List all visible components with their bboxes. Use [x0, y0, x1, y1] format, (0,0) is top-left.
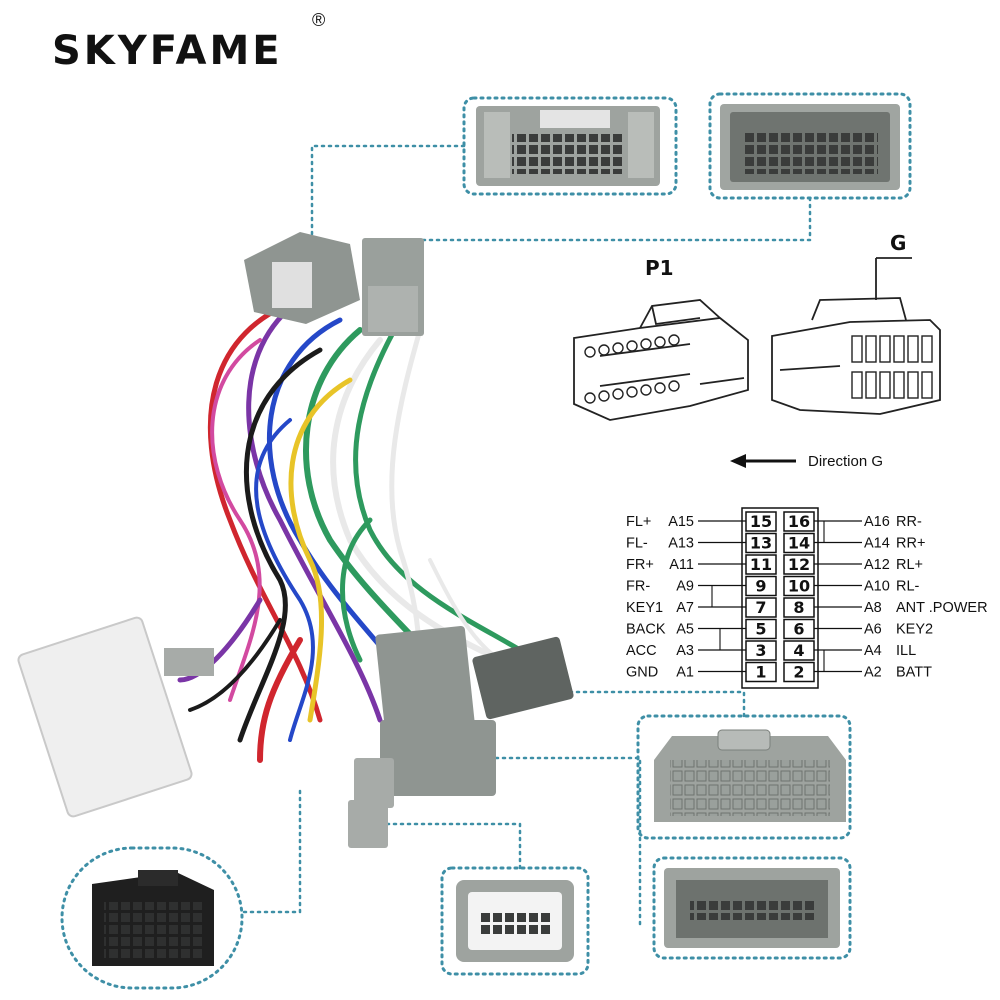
p1-label: P1: [645, 256, 674, 280]
pin-function: GND: [626, 665, 658, 681]
pin-number: 10: [788, 577, 810, 596]
pin-code: A15: [668, 514, 694, 530]
pin-function: ANT .POWER: [896, 600, 988, 616]
pin-code: A9: [676, 579, 694, 595]
pin-function: KEY1: [626, 600, 663, 616]
pin-code: A13: [668, 536, 694, 552]
leader-lines: [242, 144, 812, 926]
pin-number: 16: [788, 512, 810, 531]
pin-code: A3: [676, 643, 694, 659]
pin-number: 12: [788, 555, 810, 574]
pin-number: 6: [793, 620, 804, 639]
g-connector-drawing: [771, 257, 941, 415]
p1-connector-drawing: [573, 299, 749, 421]
pin-bridge: [711, 584, 726, 608]
pin-function: RR-: [896, 514, 922, 530]
pin-number: 15: [750, 512, 772, 531]
pin-bridge: [719, 627, 726, 651]
pin-code: A4: [864, 643, 882, 659]
pin-code: A16: [864, 514, 890, 530]
pin-function: FL+: [626, 514, 651, 530]
bottom-middle-connector-frame: [440, 866, 590, 976]
pin-number: 4: [793, 641, 804, 660]
pin-number: 1: [755, 663, 766, 682]
pin-code: A5: [676, 622, 694, 638]
pin-function: RL+: [896, 557, 923, 573]
pin-number: 3: [755, 641, 766, 660]
mid-right-connector-frame: [636, 714, 852, 840]
pin-code: A1: [676, 665, 694, 681]
pin-code: A7: [676, 600, 694, 616]
pin-function: BATT: [896, 665, 932, 681]
pin-bridge: [814, 520, 825, 543]
registered-mark: ®: [312, 10, 326, 30]
pin-number: 11: [750, 555, 772, 574]
pin-function: FR-: [626, 579, 650, 595]
pin-number: 7: [755, 598, 766, 617]
pin-code: A14: [864, 536, 890, 552]
pin-number: 2: [793, 663, 804, 682]
pin-number: 8: [793, 598, 804, 617]
top-right-connector-frame: [708, 92, 912, 200]
bottom-right-connector-frame: [652, 856, 852, 960]
pin-code: A6: [864, 622, 882, 638]
pin-function: FL-: [626, 536, 648, 552]
pin-function: ACC: [626, 643, 657, 659]
pin-code: A12: [864, 557, 890, 573]
harness-connectors: [17, 232, 574, 848]
pin-number: 14: [788, 534, 810, 553]
pin-number: 5: [755, 620, 766, 639]
pin-function: KEY2: [896, 622, 933, 638]
pin-code: A8: [864, 600, 882, 616]
pin-function: RL-: [896, 579, 920, 595]
pinout-table: 15A15FL+13A13FL-11A11FR+9A9FR-7A7KEY15A5…: [626, 507, 988, 689]
pin-code: A2: [864, 665, 882, 681]
top-left-connector-frame: [462, 96, 678, 196]
g-label: G: [890, 231, 906, 255]
pin-code: A11: [669, 557, 694, 573]
brand-logo: SKYFAME: [52, 28, 283, 74]
pin-function: RR+: [896, 536, 925, 552]
direction-arrow: [730, 454, 796, 468]
pin-number: 9: [755, 577, 766, 596]
bottom-left-connector-frame: [60, 846, 244, 990]
pin-code: A10: [864, 579, 890, 595]
pin-function: FR+: [626, 557, 654, 573]
pin-bridge: [814, 649, 825, 672]
pin-function: ILL: [896, 643, 916, 659]
pin-function: BACK: [626, 622, 666, 638]
direction-label: Direction G: [808, 453, 883, 470]
pin-number: 13: [750, 534, 772, 553]
